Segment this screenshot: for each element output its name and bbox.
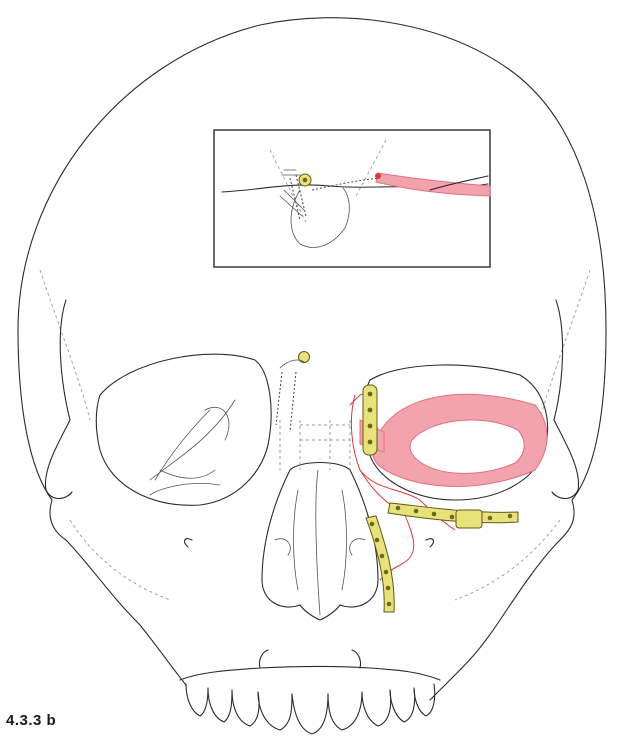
buttress-plate [366, 516, 394, 612]
maxillary-teeth [180, 650, 440, 734]
zygoma-left [45, 300, 72, 499]
figure-label: 4.3.3 b [6, 712, 56, 729]
nasal-aperture [262, 463, 378, 621]
nasal-septum [294, 470, 347, 615]
cheek-line-right [455, 520, 560, 600]
transnasal-wire-2 [290, 372, 296, 432]
cheek-line-left [70, 520, 170, 600]
infraorbital-plate [388, 503, 518, 528]
orbit-left-fissure [150, 410, 220, 495]
nasal-turbinates [275, 539, 365, 555]
inset-detail [214, 130, 490, 267]
orbit-left [96, 354, 271, 505]
soft-tissue-ring [372, 394, 547, 486]
maxilla-left-hook [185, 539, 192, 547]
temporal-line-right [540, 270, 590, 420]
wire-anchor-screw [299, 352, 310, 363]
zygoma-right [552, 300, 579, 499]
cranium-outline [18, 18, 606, 700]
transnasal-wire [276, 372, 282, 425]
medial-orbital-plate [363, 385, 377, 455]
maxilla-right-hook [426, 539, 433, 547]
